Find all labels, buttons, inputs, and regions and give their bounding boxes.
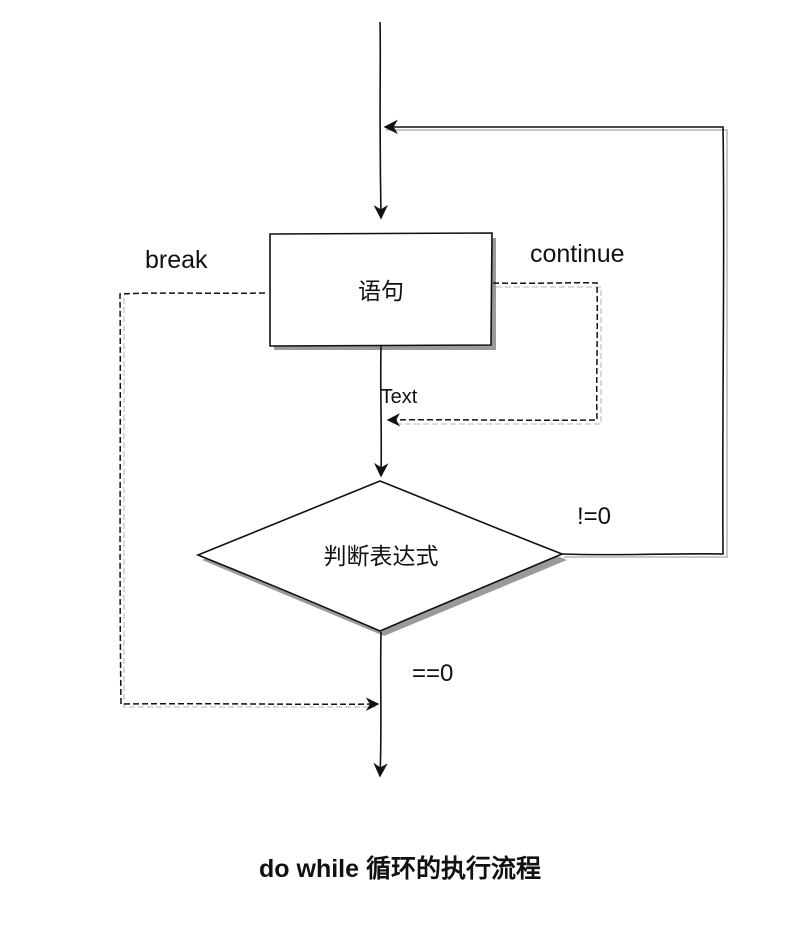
condition-diamond <box>195 480 565 632</box>
continue-path <box>386 281 599 427</box>
not-zero-label: !=0 <box>577 503 611 530</box>
loop-back-shadow <box>386 129 728 558</box>
loop-back-arrow <box>383 119 725 556</box>
statement-box <box>269 232 493 347</box>
break-label: break <box>145 246 208 274</box>
statement-label: 语句 <box>358 278 404 304</box>
break-path-shadow <box>123 298 376 708</box>
continue-path-shadow <box>392 286 602 425</box>
continue-label: continue <box>530 240 625 268</box>
condition-label: 判断表达式 <box>324 543 439 569</box>
exit-line <box>373 631 388 778</box>
diagram-caption: do while 循环的执行流程 <box>259 854 541 883</box>
equals-zero-label: ==0 <box>412 660 453 687</box>
break-path <box>119 292 380 711</box>
edge-text-label: Text <box>381 386 418 408</box>
statement-to-condition-line <box>374 345 389 478</box>
entry-line <box>373 21 388 220</box>
